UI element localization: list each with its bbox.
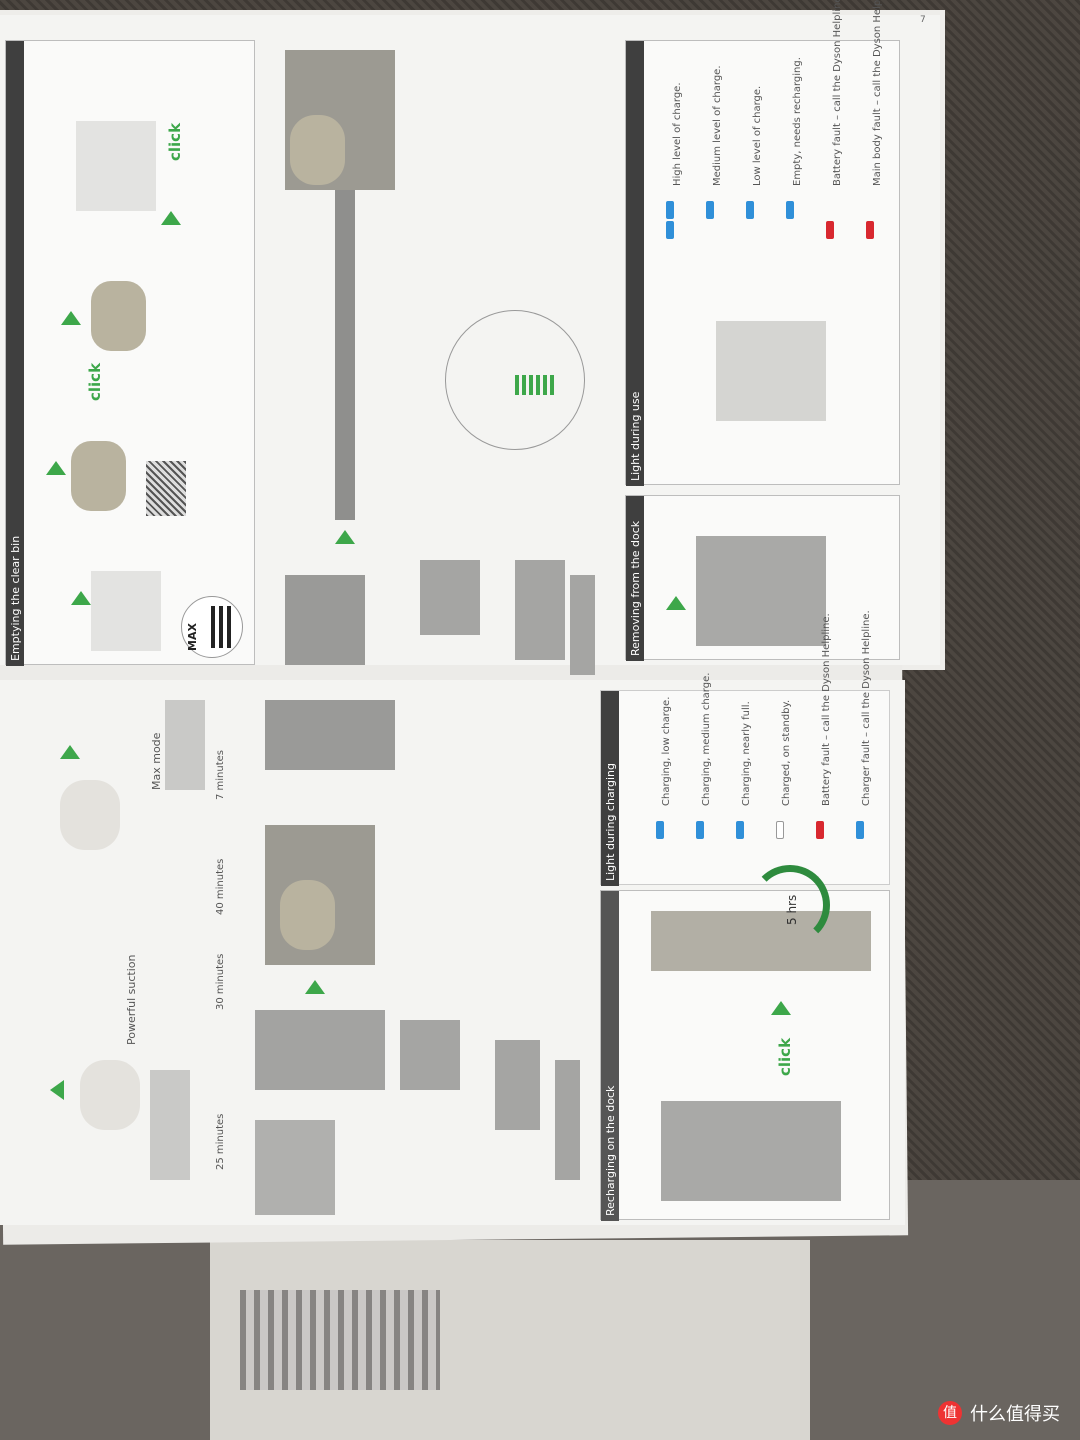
motorhead-tool bbox=[400, 1020, 460, 1090]
click-label-2: click bbox=[166, 122, 184, 161]
powerful-label: Powerful suction bbox=[125, 954, 138, 1045]
brush-tool bbox=[515, 560, 565, 660]
crevice-tool bbox=[570, 575, 595, 675]
zhi-icon: 值 bbox=[938, 1401, 962, 1425]
led-indicator bbox=[666, 201, 674, 219]
emptying-header bbox=[6, 41, 24, 666]
recharging-panel: Recharging on the dock click bbox=[600, 890, 890, 1221]
use-state-label: Battery fault – call the Dyson Helpline. bbox=[832, 0, 843, 186]
arrow-up-icon bbox=[61, 311, 81, 325]
use-state-label: High level of charge. bbox=[672, 82, 683, 186]
power-modes-section: Powerful suction Max mode 25 minutes 30 … bbox=[30, 680, 230, 1225]
manual-page-6: 6 Powerful suction Max mode 25 minutes 3… bbox=[0, 610, 905, 1225]
removing-title: Removing from the dock bbox=[629, 520, 642, 656]
charge-state-label: Charging, low charge. bbox=[661, 696, 672, 806]
emptying-title: Emptying the clear bin bbox=[9, 535, 22, 661]
arrow-up-icon bbox=[335, 530, 355, 544]
floor-head bbox=[285, 575, 365, 665]
light-use-header bbox=[626, 41, 644, 486]
floor-head bbox=[265, 700, 395, 770]
duration-label: 25 minutes bbox=[215, 1113, 226, 1170]
vacuum-use-illustration bbox=[716, 321, 826, 421]
light-charging-panel: Light during charging Charging, low char… bbox=[600, 610, 890, 886]
wand-tube bbox=[335, 190, 355, 520]
switch-illustration bbox=[80, 1060, 140, 1130]
cyclone-illustration bbox=[71, 441, 126, 511]
cyclone-body bbox=[280, 880, 335, 950]
led-indicator bbox=[656, 821, 664, 839]
arrow-icon bbox=[50, 1080, 64, 1100]
box-print bbox=[240, 1290, 440, 1390]
light-charging-header bbox=[601, 691, 619, 886]
charge-state-label: Charging, medium charge. bbox=[701, 672, 712, 806]
hours-label: 5 hrs bbox=[785, 894, 799, 925]
max-mode-label: Max mode bbox=[150, 732, 163, 790]
use-state-label: Medium level of charge. bbox=[712, 65, 723, 186]
charge-clock-icon bbox=[750, 865, 830, 945]
charge-state-label: Charger fault – call the Dyson Helpline. bbox=[861, 610, 872, 806]
cyclone-body bbox=[290, 115, 345, 185]
cyclone-illustration-2 bbox=[91, 281, 146, 351]
charge-state-label: Charging, nearly full. bbox=[741, 701, 752, 806]
arrow-up-icon bbox=[666, 596, 686, 610]
switch-illustration-max bbox=[60, 780, 120, 850]
floor-head-2 bbox=[255, 1010, 385, 1090]
dock-illustration bbox=[661, 1101, 841, 1201]
charge-state-label: Battery fault – call the Dyson Helpline. bbox=[821, 613, 832, 806]
arrow-up-icon bbox=[46, 461, 66, 475]
watermark-text: 什么值得买 bbox=[970, 1404, 1060, 1425]
arrow-up-icon bbox=[305, 980, 325, 994]
motorhead-tool bbox=[420, 560, 480, 635]
page-number: 7 bbox=[920, 15, 926, 25]
brush-tool bbox=[495, 1040, 540, 1130]
led-indicator bbox=[826, 221, 834, 239]
use-state-label: Low level of charge. bbox=[752, 85, 763, 186]
arrow-icon bbox=[60, 745, 80, 759]
arrow-up-icon bbox=[771, 1001, 791, 1015]
removing-panel: Removing from the dock bbox=[625, 495, 900, 661]
arrow-up-icon bbox=[161, 211, 181, 225]
light-use-title: Light during use bbox=[629, 391, 642, 481]
led-indicator bbox=[856, 821, 864, 839]
recharging-header bbox=[601, 891, 619, 1221]
click-label: click bbox=[776, 1037, 794, 1076]
led-indicator bbox=[746, 201, 754, 219]
dock-illustration bbox=[696, 536, 826, 646]
emptying-panel: Emptying the clear bin MAX click click bbox=[5, 40, 255, 666]
led-indicator bbox=[816, 821, 824, 839]
watermark: 值 什么值得买 bbox=[938, 1400, 1060, 1426]
bin-contents bbox=[146, 461, 186, 516]
led-indicator bbox=[776, 821, 784, 839]
led-indicator bbox=[786, 201, 794, 219]
led-indicator bbox=[866, 221, 874, 239]
tool-detail-circle bbox=[445, 310, 585, 450]
recharging-title: Recharging on the dock bbox=[604, 1085, 617, 1216]
use-state-label: Main body fault – call the Dyson Helplin… bbox=[872, 0, 883, 186]
vacuum-illustration bbox=[91, 571, 161, 651]
light-charging-title: Light during charging bbox=[604, 762, 617, 881]
duration-label: 40 minutes bbox=[215, 858, 226, 915]
vacuum-illustration-2 bbox=[76, 121, 156, 211]
floor-head-3 bbox=[255, 1120, 335, 1215]
removing-header bbox=[626, 496, 644, 661]
led-indicator bbox=[736, 821, 744, 839]
click-label: click bbox=[86, 362, 104, 401]
led-indicator bbox=[706, 201, 714, 219]
floor-tool-card bbox=[150, 1070, 190, 1180]
arrow-up-icon bbox=[71, 591, 91, 605]
use-state-label: Empty, needs recharging. bbox=[792, 57, 803, 186]
max-label: MAX bbox=[186, 623, 199, 651]
charge-state-label: Charged, on standby. bbox=[781, 699, 792, 806]
manual-page-7: 7 Emptying the clear bin MAX click click bbox=[0, 0, 940, 675]
duration-label: 7 minutes bbox=[215, 749, 226, 800]
light-use-panel: Light during use High level of charge. M… bbox=[625, 0, 900, 486]
crevice-tool bbox=[555, 1060, 580, 1180]
duration-label: 30 minutes bbox=[215, 953, 226, 1010]
floor-tool-card-max bbox=[165, 700, 205, 790]
led-indicator bbox=[666, 221, 674, 239]
max-stripes bbox=[211, 606, 233, 648]
green-arrows-icon bbox=[515, 375, 555, 395]
led-indicator bbox=[696, 821, 704, 839]
